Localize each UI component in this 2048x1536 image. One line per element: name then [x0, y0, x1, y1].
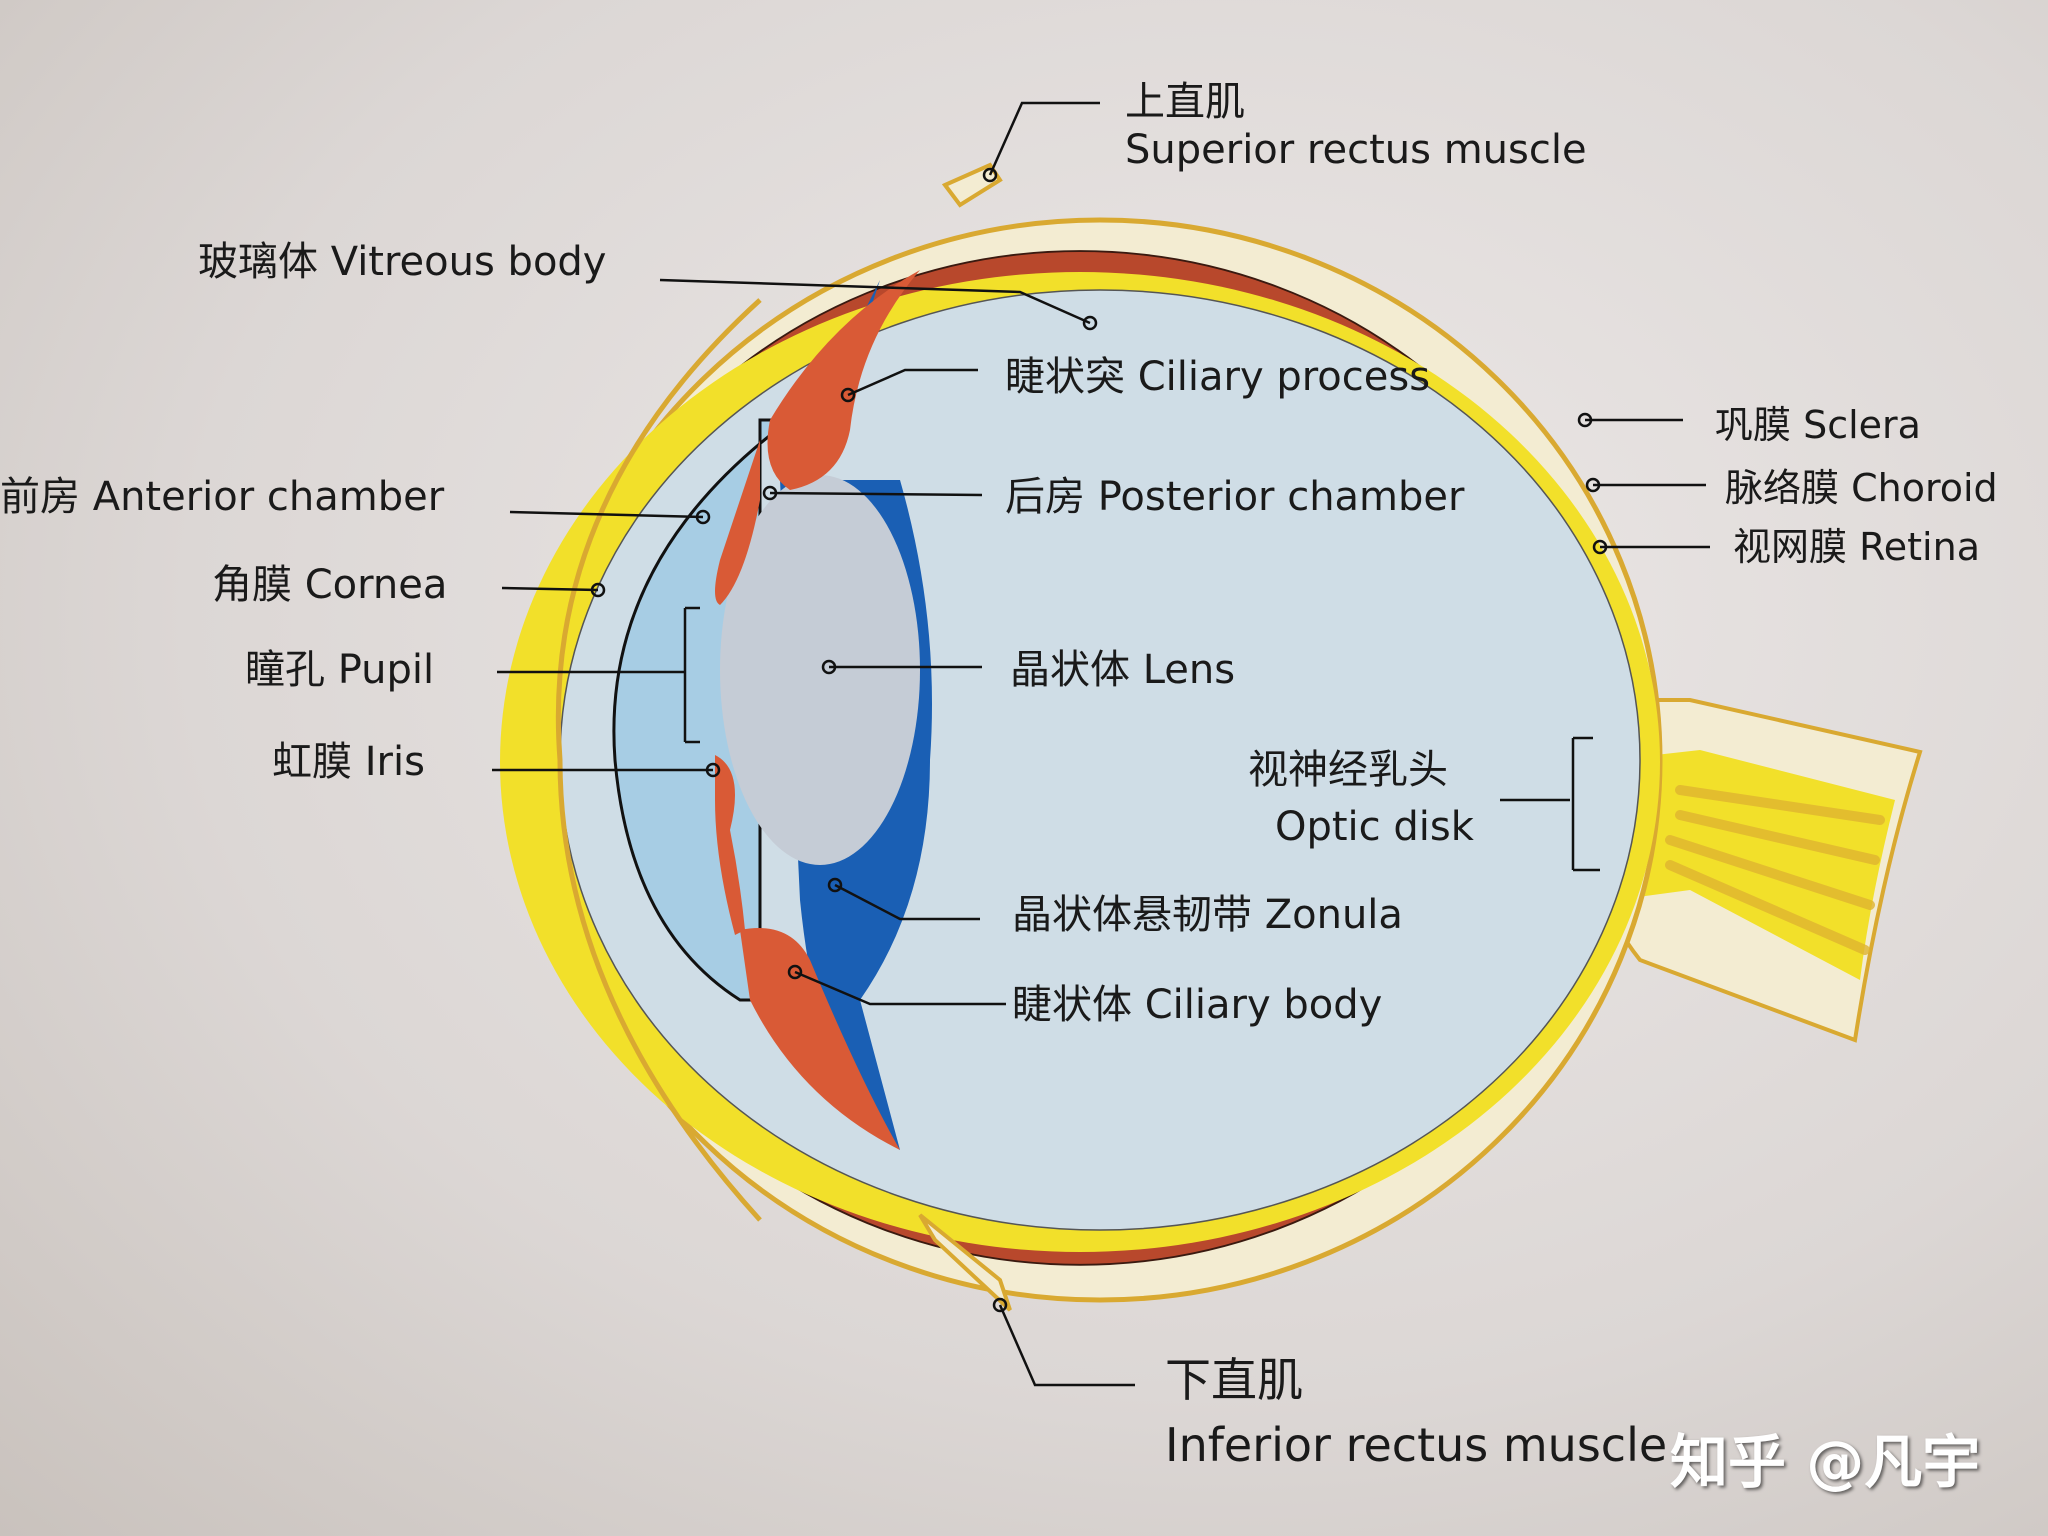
lens	[720, 475, 920, 865]
iris-bottom	[715, 755, 745, 935]
label-superior-rectus-en: Superior rectus muscle	[1125, 127, 1587, 173]
label-superior-rectus-zh: 上直肌	[1125, 79, 1245, 125]
label-posterior-chamber: 后房 Posterior chamber	[1005, 474, 1465, 520]
label-pupil: 瞳孔 Pupil	[245, 647, 435, 693]
label-cornea: 角膜 Cornea	[212, 562, 448, 608]
superior-rectus	[941, 162, 1003, 208]
cornea-outer	[555, 298, 762, 1222]
label-ciliary-body: 睫状体 Ciliary body	[1012, 982, 1383, 1028]
label-anterior-chamber: 前房 Anterior chamber	[0, 474, 445, 520]
zhihu-watermark: 知乎 @凡宇	[1670, 1428, 1981, 1496]
label-inferior-rectus-en: Inferior rectus muscle	[1165, 1418, 1668, 1472]
label-ciliary-process: 睫状突 Ciliary process	[1005, 354, 1431, 400]
inferior-rectus	[918, 1213, 1012, 1312]
label-lens: 晶状体 Lens	[1010, 647, 1236, 693]
label-choroid: 脉络膜 Choroid	[1725, 466, 1998, 510]
label-optic-disk-en: Optic disk	[1275, 804, 1474, 850]
ciliary-body-top	[767, 270, 920, 490]
label-vitreous-body: 玻璃体 Vitreous body	[198, 239, 607, 285]
label-inferior-rectus-zh: 下直肌	[1165, 1353, 1303, 1407]
iris-top	[715, 440, 760, 605]
label-iris: 虹膜 Iris	[272, 739, 425, 785]
label-sclera: 巩膜 Sclera	[1715, 403, 1921, 447]
label-zonula: 晶状体悬韧带 Zonula	[1012, 892, 1403, 938]
label-retina: 视网膜 Retina	[1733, 525, 1980, 569]
ciliary-body-bottom	[740, 928, 900, 1150]
label-optic-disk-zh: 视神经乳头	[1248, 747, 1448, 793]
